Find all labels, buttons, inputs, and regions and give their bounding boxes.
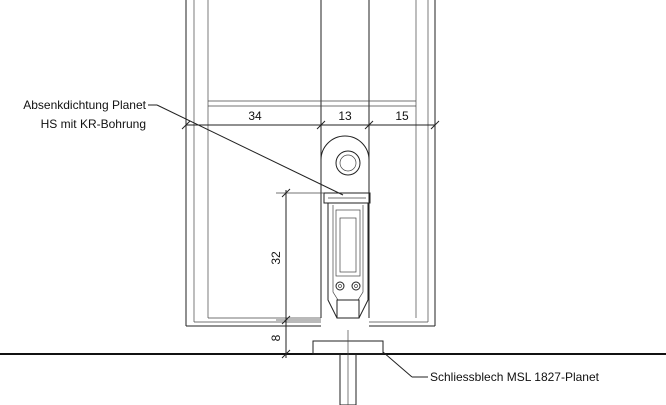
- seal-housing: [320, 135, 371, 319]
- dim-width-34: 34: [248, 109, 262, 123]
- strike-plate-callout: Schliessblech MSL 1827-Planet: [382, 351, 600, 384]
- dim-width-15: 15: [395, 109, 409, 123]
- seal-label-line1: Absenkdichtung Planet: [23, 98, 146, 112]
- vertical-dimension: 32 8: [269, 188, 324, 359]
- strike-plate-label: Schliessblech MSL 1827-Planet: [430, 370, 600, 384]
- seal-label-line2: HS mit KR-Bohrung: [41, 117, 146, 131]
- door-profile: [185, 0, 436, 327]
- dim-width-13: 13: [338, 109, 352, 123]
- dim-height-32: 32: [269, 251, 283, 265]
- strike-plate: [312, 330, 384, 405]
- seal-callout: Absenkdichtung Planet HS mit KR-Bohrung: [23, 98, 344, 196]
- horizontal-dimension: 34 13 15: [181, 109, 440, 130]
- dim-height-8: 8: [269, 334, 283, 341]
